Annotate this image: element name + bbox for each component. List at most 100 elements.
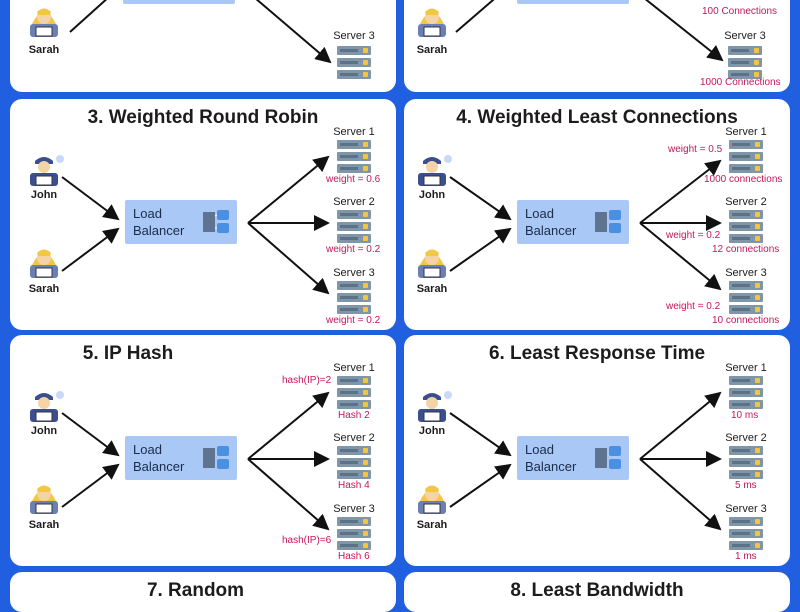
connections-annotation: 10 connections [712, 315, 780, 326]
server-2-label: Server 2 [725, 196, 767, 208]
response-time-annotation: 10 ms [731, 410, 759, 421]
server-1-label: Server 1 [333, 126, 375, 138]
user-name-john: John [30, 425, 58, 437]
load-balancer [123, 0, 235, 4]
server-1-icon [337, 140, 371, 174]
panel-title: 4. Weighted Least Connections [456, 107, 738, 128]
annotation-connections: 100 Connections [702, 6, 778, 17]
panel-weighted-round-robin: 3. Weighted Round Robin John Sarah Load … [10, 99, 396, 330]
server-3-label: Server 3 [725, 503, 767, 515]
user-avatar-sarah [24, 2, 64, 38]
hash-annotation: Hash 6 [338, 551, 370, 562]
panel-weighted-least-connections: 4. Weighted Least Connections John Sarah… [404, 99, 790, 330]
weight-annotation: weight = 0.2 [326, 244, 381, 255]
weight-annotation: weight = 0.6 [326, 174, 381, 185]
panel-title: 3. Weighted Round Robin [87, 107, 319, 128]
panel-title: 7. Random [146, 580, 245, 601]
server-1-label: Server 1 [333, 362, 375, 374]
user-name-sarah: Sarah [28, 283, 60, 295]
server-1-icon [729, 140, 763, 174]
response-time-annotation: 1 ms [735, 551, 757, 562]
server-2-icon [337, 446, 371, 480]
hash-annotation: hash(IP)=2 [282, 375, 332, 386]
load-balancer: Load Balancer [517, 436, 629, 480]
server-3-icon [729, 517, 763, 551]
user-avatar-sarah [412, 479, 452, 515]
user-avatar-sarah [412, 2, 452, 38]
user-name-sarah: Sarah [28, 519, 60, 531]
server-2-label: Server 2 [333, 432, 375, 444]
server-2-icon [729, 446, 763, 480]
user-name-john: John [418, 189, 446, 201]
hash-annotation: Hash 2 [338, 410, 370, 421]
network-switch-icon [201, 444, 231, 472]
panel-least-connections: Sarah 100 Connections Server 3 1000 Conn… [404, 0, 790, 92]
load-balancer-label: Load Balancer [133, 442, 185, 474]
network-switch-icon [201, 208, 231, 236]
load-balancer-label: Load Balancer [525, 206, 577, 238]
server-1-icon [337, 376, 371, 410]
panel-random: 7. Random [10, 572, 396, 612]
user-avatar-john [412, 151, 452, 187]
server-3-label: Server 3 [724, 30, 766, 42]
panel-title: 8. Least Bandwidth [510, 580, 684, 601]
server-3-icon [337, 517, 371, 551]
panel-ip-hash: 5. IP Hash John Sarah Load Balancer hash… [10, 335, 396, 566]
server-3-label: Server 3 [333, 503, 375, 515]
load-balancer: Load Balancer [517, 200, 629, 244]
connection-arrows [449, 159, 722, 291]
hash-annotation: Hash 4 [338, 480, 370, 491]
user-avatar-john [412, 387, 452, 423]
connection-arrows [455, 0, 724, 62]
server-2-icon [729, 210, 763, 244]
user-name-john: John [418, 425, 446, 437]
server-3-label: Server 3 [333, 267, 375, 279]
server-3-icon [729, 281, 763, 315]
user-avatar-sarah [24, 243, 64, 279]
weight-annotation: weight = 0.2 [666, 230, 721, 241]
connections-annotation: 12 connections [712, 244, 780, 255]
server-3-label: Server 3 [333, 30, 375, 42]
user-name-sarah: Sarah [28, 44, 60, 56]
hash-annotation: hash(IP)=6 [282, 535, 332, 546]
panel-least-response-time: 6. Least Response Time John Sarah Load B… [404, 335, 790, 566]
network-switch-icon [593, 444, 623, 472]
user-name-sarah: Sarah [416, 44, 448, 56]
server-2-label: Server 2 [333, 196, 375, 208]
user-name-sarah: Sarah [416, 519, 448, 531]
network-switch-icon [593, 208, 623, 236]
server-2-icon [337, 210, 371, 244]
response-time-annotation: 5 ms [735, 480, 757, 491]
connection-arrows [69, 0, 332, 64]
weight-annotation: weight = 0.2 [666, 301, 721, 312]
server-3-icon [337, 46, 371, 80]
user-avatar-sarah [24, 479, 64, 515]
connection-arrows [61, 391, 330, 531]
server-1-label: Server 1 [725, 362, 767, 374]
load-balancer [517, 0, 629, 4]
annotation-connections: 1000 Connections [700, 77, 781, 88]
server-2-label: Server 2 [725, 432, 767, 444]
server-3-icon [337, 281, 371, 315]
load-balancer: Load Balancer [125, 436, 237, 480]
load-balancer-label: Load Balancer [133, 206, 185, 238]
user-name-john: John [30, 189, 58, 201]
panel-least-bandwidth: 8. Least Bandwidth [404, 572, 790, 612]
user-name-sarah: Sarah [416, 283, 448, 295]
connection-arrows [61, 155, 330, 295]
connections-annotation: 1000 connections [704, 174, 783, 185]
server-1-label: Server 1 [725, 126, 767, 138]
panel-title: 5. IP Hash [82, 343, 174, 364]
load-balancer-label: Load Balancer [525, 442, 577, 474]
connection-arrows [449, 391, 722, 531]
user-avatar-john [24, 387, 64, 423]
user-avatar-sarah [412, 243, 452, 279]
user-avatar-john [24, 151, 64, 187]
server-1-icon [729, 376, 763, 410]
server-3-label: Server 3 [725, 267, 767, 279]
weight-annotation: weight = 0.2 [326, 315, 381, 326]
panel-title: 6. Least Response Time [488, 343, 706, 364]
server-3-icon [728, 46, 762, 80]
weight-annotation: weight = 0.5 [668, 144, 723, 155]
load-balancer: Load Balancer [125, 200, 237, 244]
